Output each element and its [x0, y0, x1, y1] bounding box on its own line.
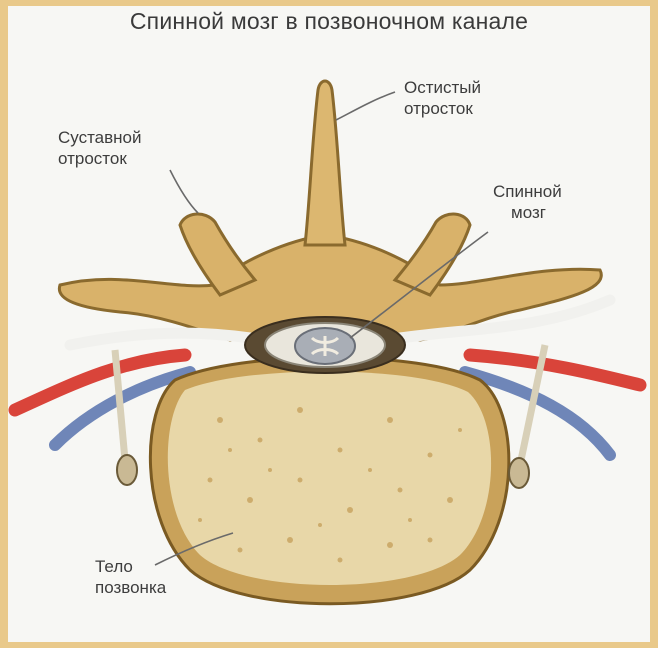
articular-process-label: Суставной отросток — [58, 127, 142, 169]
spinous-label-line2: отросток — [404, 98, 481, 119]
vertebral-body-label: Тело позвонка — [95, 556, 166, 598]
left-ganglion — [117, 455, 137, 485]
spinous-leader-line — [336, 92, 395, 120]
body-label-line1: Тело — [95, 556, 166, 577]
spinous-process — [305, 81, 345, 245]
spinous-process-label: Остистый отросток — [404, 77, 481, 119]
cord-label-line1: Спинной — [493, 181, 562, 202]
body-label-line2: позвонка — [95, 577, 166, 598]
articular-label-line2: отросток — [58, 148, 142, 169]
cord-label-line2: мозг — [493, 202, 562, 223]
articular-label-line1: Суставной — [58, 127, 142, 148]
diagram-title: Спинной мозг в позвоночном канале — [0, 8, 658, 35]
articular-leader-line — [170, 170, 198, 213]
left-nerve-root — [70, 333, 250, 345]
spinal-cord-label: Спинной мозг — [493, 181, 562, 223]
left-articular-process — [180, 214, 255, 295]
vertebral-body-cancellous — [168, 371, 491, 585]
spinous-label-line1: Остистый — [404, 77, 481, 98]
right-ganglion — [509, 458, 529, 488]
